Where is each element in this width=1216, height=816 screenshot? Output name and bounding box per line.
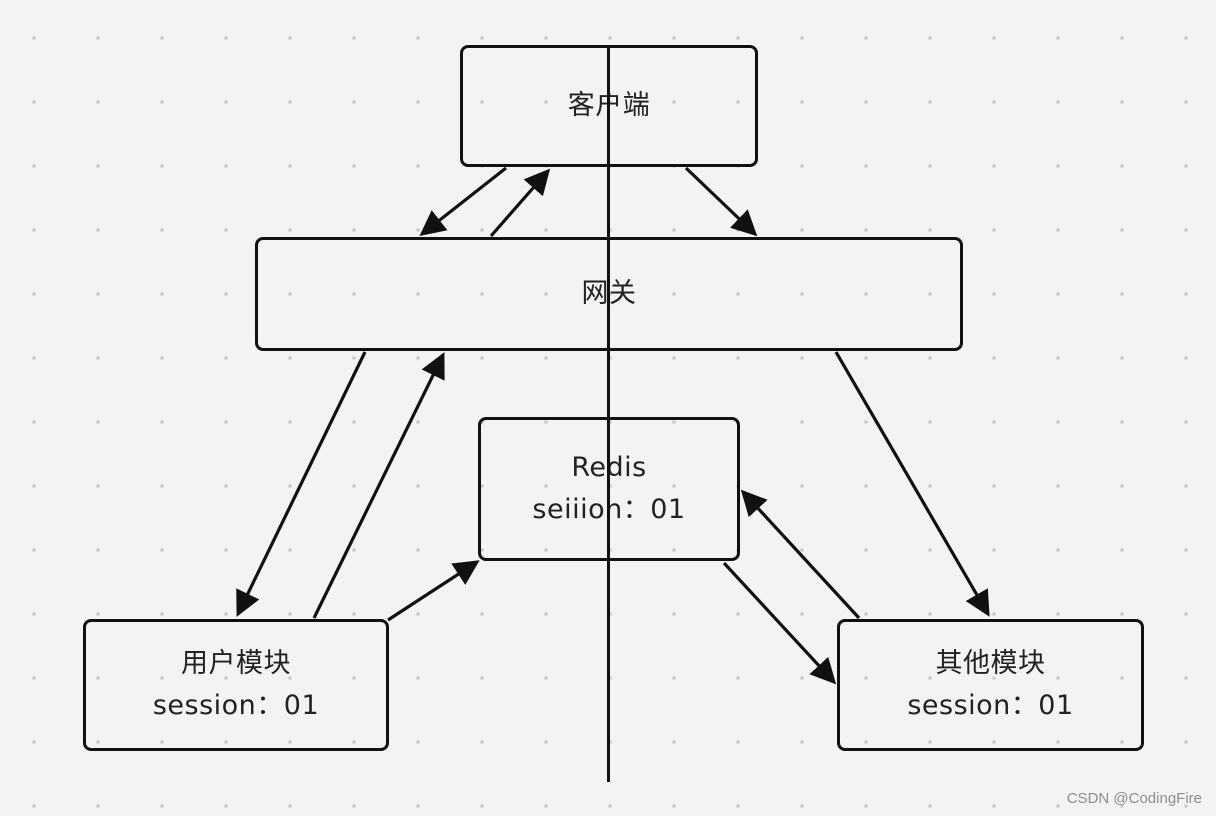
user-module-session-label: session：01: [152, 690, 320, 721]
other-module-label: 其他模块: [935, 648, 1046, 679]
arrow-user-module-to-gateway: [312, 352, 445, 619]
user-module-node[interactable]: 用户模块 session：01: [83, 619, 389, 751]
arrow-other-module-to-redis: [740, 489, 861, 620]
arrow-client-to-gateway: [419, 166, 507, 236]
watermark: CSDN @CodingFire: [1066, 790, 1202, 807]
arrow-gateway-to-other-module: [834, 351, 990, 617]
arrow-gateway-to-client: [489, 168, 551, 238]
other-module-node[interactable]: 其他模块 session：01: [837, 619, 1144, 751]
arrow-client-to-gateway: [684, 166, 758, 237]
other-module-session-label: session：01: [907, 690, 1074, 721]
arrow-user-module-to-redis: [387, 560, 480, 622]
arrow-gateway-to-user-module: [236, 351, 367, 617]
arrow-redis-to-other-module: [722, 561, 837, 685]
vertical-divider-line: [607, 45, 610, 782]
user-module-label: 用户模块: [181, 648, 291, 679]
